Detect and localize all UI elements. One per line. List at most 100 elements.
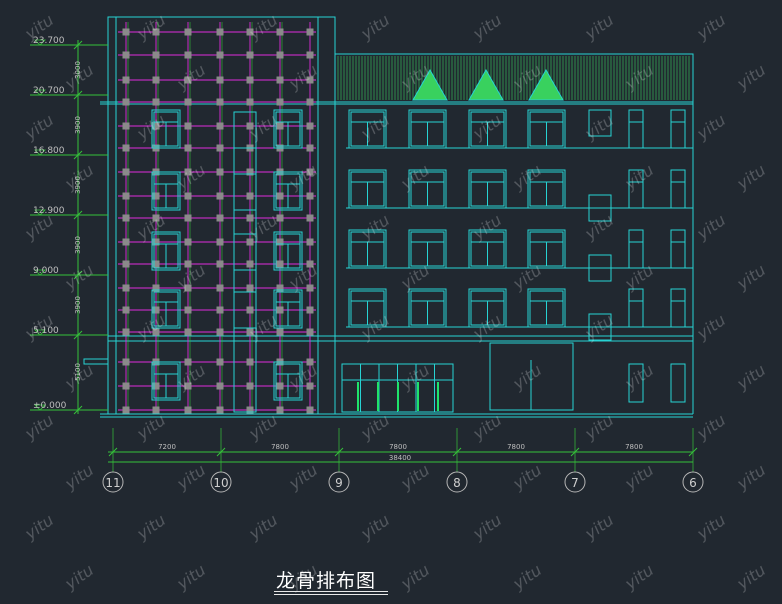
narrow-window-a-f3 <box>628 169 644 209</box>
keel-node <box>216 406 224 414</box>
watermark-text: yitu <box>693 310 730 344</box>
keel-node <box>184 51 192 59</box>
watermark-text: yitu <box>61 460 98 494</box>
keel-node <box>152 51 160 59</box>
tower-window-left-f2 <box>151 109 181 149</box>
small-window-f3 <box>588 194 612 222</box>
dimension-tick <box>570 447 580 457</box>
watermark-text: yitu <box>357 410 394 444</box>
keel-node <box>276 98 284 106</box>
keel-node <box>152 382 160 390</box>
total-dimension: 38400 <box>389 454 411 462</box>
keel-node <box>184 328 192 336</box>
watermark-text: yitu <box>21 510 58 544</box>
keel-node <box>184 284 192 292</box>
watermark-text: yitu <box>397 560 434 594</box>
small-window-f2 <box>588 109 612 137</box>
keel-node <box>122 382 130 390</box>
keel-node <box>122 98 130 106</box>
watermark-text: yitu <box>61 360 98 394</box>
keel-node <box>306 382 314 390</box>
watermark-text: yitu <box>61 260 98 294</box>
axis-label-10: 10 <box>213 476 228 490</box>
small-window-f4 <box>588 254 612 282</box>
elevation-label-7: ±0.000 <box>33 401 67 411</box>
axis-bubble-9 <box>328 471 350 493</box>
keel-node <box>152 238 160 246</box>
axis-label-7: 7 <box>571 476 579 490</box>
keel-node <box>306 358 314 366</box>
watermark-text: yitu <box>733 460 770 494</box>
keel-node <box>122 406 130 414</box>
watermark-text: yitu <box>285 60 322 94</box>
span-dimension-2: 7800 <box>271 443 289 451</box>
keel-node <box>306 51 314 59</box>
keel-node <box>184 260 192 268</box>
keel-node <box>246 192 254 200</box>
watermark-text: yitu <box>733 560 770 594</box>
dimension-tick <box>73 270 83 280</box>
keel-node <box>306 328 314 336</box>
watermark-text: yitu <box>469 510 506 544</box>
dimension-tick <box>73 405 83 415</box>
keel-node <box>216 238 224 246</box>
tower-window-left-f5 <box>151 289 181 329</box>
watermark-text: yitu <box>357 510 394 544</box>
watermark-text: yitu <box>357 210 394 244</box>
keel-node <box>246 382 254 390</box>
elevation-marker <box>34 89 46 96</box>
watermark-text: yitu <box>469 10 506 44</box>
keel-node <box>246 306 254 314</box>
keel-node <box>306 238 314 246</box>
watermark-text: yitu <box>581 110 618 144</box>
keel-node <box>122 284 130 292</box>
keel-node <box>276 238 284 246</box>
watermark-text: yitu <box>509 560 546 594</box>
keel-node <box>306 122 314 130</box>
keel-node <box>216 306 224 314</box>
keel-node <box>152 98 160 106</box>
watermark-text: yitu <box>245 510 282 544</box>
keel-node <box>216 382 224 390</box>
axis-label-9: 9 <box>335 476 343 490</box>
keel-node <box>184 144 192 152</box>
narrow-window-a-f4 <box>628 229 644 269</box>
watermark-text: yitu <box>581 310 618 344</box>
storey-height-label-5: 3900 <box>74 296 82 314</box>
watermark-text: yitu <box>133 510 170 544</box>
keel-node <box>122 168 130 176</box>
keel-node <box>246 76 254 84</box>
watermark-text: yitu <box>285 360 322 394</box>
tower-panel-f3 <box>233 173 257 211</box>
watermark-text: yitu <box>285 260 322 294</box>
keel-node <box>216 328 224 336</box>
keel-node <box>216 76 224 84</box>
entrance-canopy <box>83 358 109 365</box>
watermark-text: yitu <box>581 510 618 544</box>
watermark-text: yitu <box>173 560 210 594</box>
watermark-text: yitu <box>133 310 170 344</box>
watermark-text: yitu <box>469 210 506 244</box>
watermark-text: yitu <box>581 10 618 44</box>
keel-node <box>152 406 160 414</box>
dimension-tick <box>73 40 83 50</box>
watermark-text: yitu <box>245 410 282 444</box>
span-dimension-4: 7800 <box>507 443 525 451</box>
keel-node <box>152 192 160 200</box>
elevation-label-3: 16.800 <box>33 146 65 156</box>
watermark-text: yitu <box>173 460 210 494</box>
keel-node <box>216 144 224 152</box>
elevation-label-4: 12.900 <box>33 206 65 216</box>
keel-node <box>246 51 254 59</box>
small-window-f5 <box>588 313 612 341</box>
keel-node <box>246 28 254 36</box>
roof-dormer-3 <box>528 68 564 101</box>
axis-bubble-7 <box>564 471 586 493</box>
narrow-window-b-f3 <box>670 169 686 209</box>
keel-node <box>246 406 254 414</box>
narrow-window-b-f5 <box>670 288 686 328</box>
watermark-text: yitu <box>133 10 170 44</box>
watermark-text: yitu <box>173 60 210 94</box>
